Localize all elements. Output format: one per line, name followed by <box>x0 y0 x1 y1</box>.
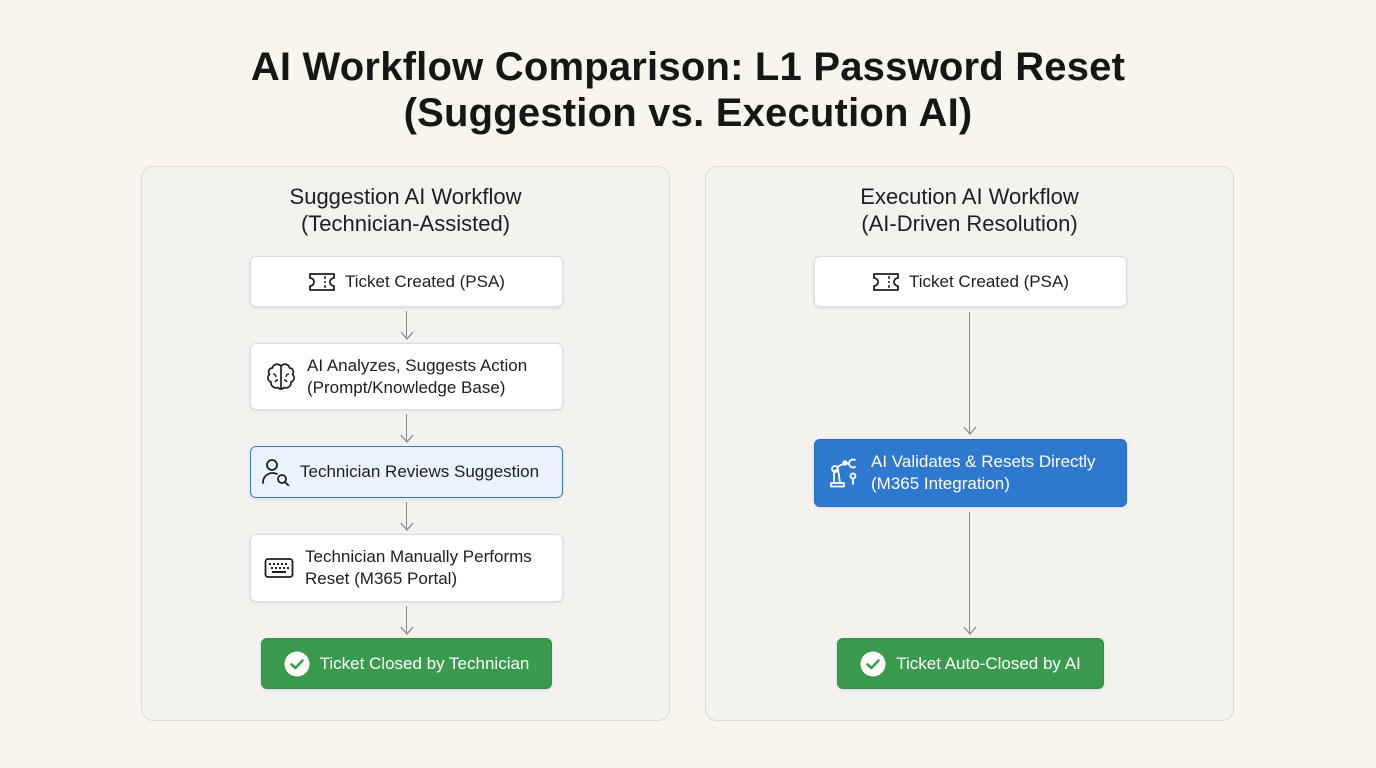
step-label-line-1: AI Validates & Resets Directly <box>871 452 1096 471</box>
step-label: AI Analyzes, Suggests Action (Prompt/Kno… <box>307 355 527 399</box>
suggestion-title-line-2: (Technician-Assisted) <box>300 211 511 236</box>
ticket-icon <box>308 272 336 292</box>
flow-arrow <box>400 502 414 531</box>
robot-arm-icon <box>829 457 861 489</box>
step-ticket-closed-technician: Ticket Closed by Technician <box>261 638 552 689</box>
step-label: Technician Reviews Suggestion <box>300 462 540 481</box>
flow-arrow <box>400 414 414 443</box>
step-label: Ticket Auto-Closed by AI <box>896 653 1081 673</box>
user-search-icon <box>261 458 291 486</box>
step-ai-analyzes: AI Analyzes, Suggests Action (Prompt/Kno… <box>250 343 563 410</box>
keyboard-icon <box>264 557 294 579</box>
step-label-line-1: Technician Manually Performs <box>305 547 532 566</box>
step-label: AI Validates & Resets Directly (M365 Int… <box>871 451 1096 495</box>
flow-arrow <box>963 312 977 435</box>
step-label-line-2: Reset (M365 Portal) <box>305 569 458 588</box>
title-line-2: (Suggestion vs. Execution AI) <box>403 91 973 135</box>
execution-title-line-2: (AI-Driven Resolution) <box>861 211 1078 236</box>
step-ticket-auto-closed: Ticket Auto-Closed by AI <box>837 638 1104 689</box>
step-label: Ticket Created (PSA) <box>345 271 505 291</box>
flow-arrow <box>963 512 977 635</box>
step-label-line-2: (M365 Integration) <box>871 474 1010 493</box>
flow-arrow <box>400 606 414 635</box>
step-label-line-1: AI Analyzes, Suggests Action <box>307 355 528 375</box>
execution-title-line-1: Execution AI Workflow <box>860 184 1079 209</box>
step-technician-manual-reset: Technician Manually Performs Reset (M365… <box>250 534 563 602</box>
execution-panel-title: Execution AI Workflow (AI-Driven Resolut… <box>706 183 1233 237</box>
flow-arrow <box>400 311 414 340</box>
step-label: Technician Manually Performs Reset (M365… <box>305 546 532 590</box>
step-label-line-2: (Prompt/Knowledge Base) <box>307 377 506 397</box>
check-circle-icon <box>860 651 886 677</box>
page-title: AI Workflow Comparison: L1 Password Rese… <box>0 44 1376 136</box>
suggestion-panel-title: Suggestion AI Workflow (Technician-Assis… <box>142 183 669 237</box>
brain-icon <box>265 362 297 392</box>
step-ai-validates-resets: AI Validates & Resets Directly (M365 Int… <box>814 439 1127 507</box>
suggestion-workflow-panel: Suggestion AI Workflow (Technician-Assis… <box>141 166 670 721</box>
ticket-icon <box>872 272 900 292</box>
check-circle-icon <box>284 651 310 677</box>
step-technician-reviews: Technician Reviews Suggestion <box>250 446 563 498</box>
step-ticket-created: Ticket Created (PSA) <box>814 256 1127 307</box>
title-line-1: AI Workflow Comparison: L1 Password Rese… <box>250 45 1126 89</box>
execution-workflow-panel: Execution AI Workflow (AI-Driven Resolut… <box>705 166 1234 721</box>
suggestion-title-line-1: Suggestion AI Workflow <box>289 184 522 209</box>
step-ticket-created: Ticket Created (PSA) <box>250 256 563 307</box>
step-label: Ticket Closed by Technician <box>319 653 530 673</box>
step-label: Ticket Created (PSA) <box>909 271 1069 291</box>
